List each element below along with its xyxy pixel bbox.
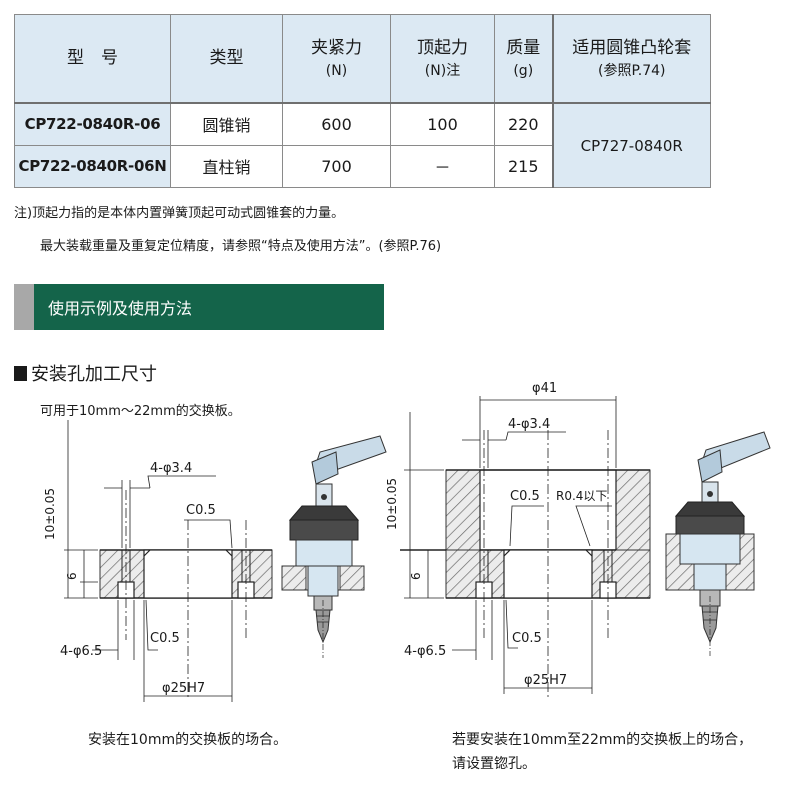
left-chamfer-bottom-label: C0.5	[150, 631, 180, 646]
left-caption: 安装在10mm的交换板的场合。	[88, 732, 288, 748]
section-bar: 使用示例及使用方法	[14, 284, 384, 330]
header-lift-force-unit: (N)注	[424, 62, 461, 79]
header-mass: 质量 (g)	[494, 14, 554, 104]
right-chamfer-bottom-label: C0.5	[512, 631, 542, 646]
mount-title-text: 安装孔加工尺寸	[31, 364, 157, 385]
right-thickness-label: 10±0.05	[385, 478, 399, 530]
right-caption-line1: 若要安装在10mm至22mm的交换板上的场合，	[452, 732, 753, 748]
right-bore-label: φ25H7	[524, 673, 567, 688]
right-caption-line2: 请设置锪孔。	[452, 756, 536, 772]
cell-compat: CP727-0840R	[552, 102, 711, 188]
left-thickness-label: 10±0.05	[43, 488, 57, 540]
left-bore-label: φ25H7	[162, 681, 205, 696]
header-model: 型 号	[14, 14, 171, 104]
cell-mass: 215	[494, 144, 554, 189]
right-radius-label: R0.4以下	[556, 489, 607, 503]
header-clamp-force: 夹紧力 (N)	[282, 14, 391, 104]
note-lift-force: 注)顶起力指的是本体内置弹簧顶起可动式圆锥套的力量。	[14, 206, 345, 221]
left-small-holes-label: 4-φ3.4	[150, 461, 192, 476]
square-bullet-icon	[14, 365, 27, 381]
header-mass-unit: (g)	[513, 62, 534, 79]
right-counterbore-label: 4-φ6.5	[404, 644, 446, 659]
spec-table: 型 号 类型 夹紧力 (N) 顶起力 (N)注 质量 (g) 适用圆锥凸轮套 (…	[14, 14, 711, 189]
right-small-holes-label: 4-φ3.4	[508, 417, 550, 432]
header-lift-force: 顶起力 (N)注	[390, 14, 495, 104]
cell-type: 圆锥销	[170, 102, 283, 146]
mount-title: 安装孔加工尺寸	[14, 360, 157, 386]
cell-model: CP722-0840R-06	[14, 102, 171, 146]
cell-clamp-force: 700	[282, 144, 391, 189]
right-chamfer-top-label: C0.5	[510, 489, 540, 504]
header-clamp-force-unit: (N)	[325, 62, 348, 79]
right-clamp-illustration	[665, 431, 771, 656]
left-chamfer-top-label: C0.5	[186, 503, 216, 518]
table-row: CP722-0840R-06 圆锥销 600 100 220 CP727-084…	[14, 102, 711, 188]
header-compat-ref: (参照P.74)	[598, 62, 666, 79]
left-plate-drawing: 10±0.05 6 4-φ3.4 C0.5 4-φ6.5 C0.5 φ25H7	[43, 420, 273, 702]
left-clamp-illustration	[281, 435, 387, 658]
right-plate-drawing: φ41 4-φ3.4 10±0.05 6 C0.5 R0.4以下 4-φ6.5 …	[385, 381, 651, 700]
cell-type: 直柱销	[170, 144, 283, 189]
cell-model: CP722-0840R-06N	[14, 144, 171, 189]
table-header-row: 型 号 类型 夹紧力 (N) 顶起力 (N)注 质量 (g) 适用圆锥凸轮套 (…	[14, 14, 711, 104]
section-title: 使用示例及使用方法	[48, 299, 193, 318]
table-row: CP722-0840R-06N 直柱销 700 － 215	[14, 144, 711, 189]
left-depth-label: 6	[65, 572, 79, 580]
right-depth-label: 6	[409, 572, 423, 580]
header-compat: 适用圆锥凸轮套 (参照P.74)	[552, 14, 711, 104]
section-bar-lead	[14, 284, 34, 330]
cell-lift-force: －	[390, 144, 495, 189]
header-type: 类型	[170, 14, 283, 104]
mount-description: 可用于10mm～22mm的交换板。	[40, 404, 241, 419]
left-counterbore-label: 4-φ6.5	[60, 644, 102, 659]
right-outer-label: φ41	[532, 381, 557, 396]
note-reference: 最大装载重量及重复定位精度，请参照“特点及使用方法”。(参照P.76)	[40, 239, 442, 254]
